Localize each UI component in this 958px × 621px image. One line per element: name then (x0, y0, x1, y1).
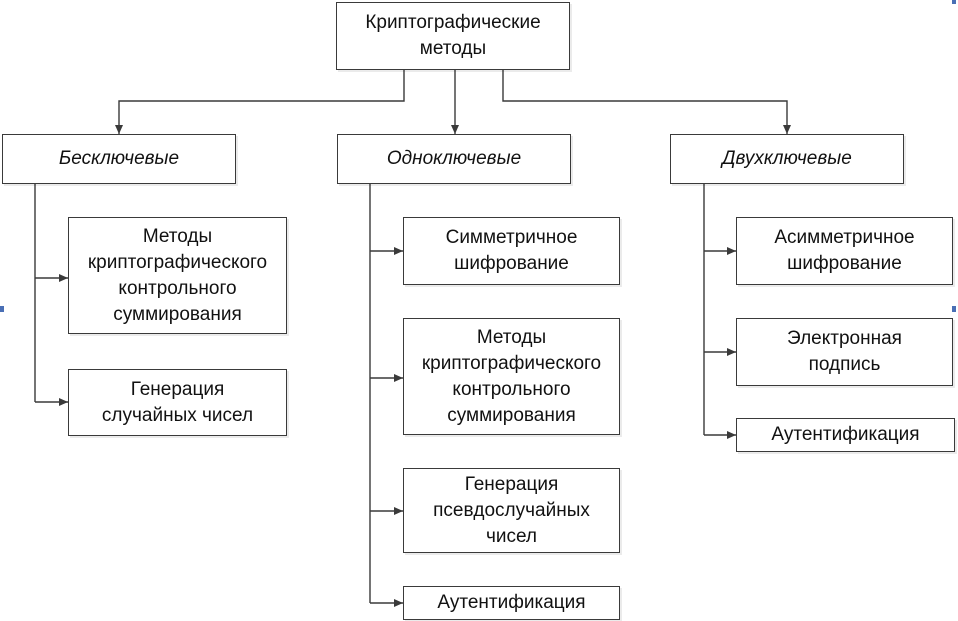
category-two-key-label: Двухключевые (722, 148, 852, 169)
single-key-pseudorandom-label: Генерация псевдослучайных чисел (433, 473, 590, 547)
category-single-key-label: Одноключевые (386, 148, 522, 169)
category-single-key: Одноключевые (337, 134, 571, 184)
keyless-method-checksum: Методы криптографического контрольного с… (68, 217, 287, 334)
selection-handle-top-right[interactable] (952, 0, 956, 4)
connector-root-two-key (502, 70, 791, 134)
two-key-authentication: Аутентификация (736, 418, 955, 452)
keyless-method-checksum-label: Методы криптографического контрольного с… (87, 225, 268, 325)
root-node-label: Криптографические методы (365, 12, 541, 59)
two-key-asymmetric-label: Асимметричное шифрование (774, 227, 915, 274)
single-key-checksum-label: Методы криптографического контрольного с… (421, 326, 602, 426)
two-key-signature: Электронная подпись (736, 318, 953, 386)
single-key-checksum: Методы криптографического контрольного с… (403, 318, 620, 435)
category-keyless-label: Бесключевые (58, 148, 180, 169)
category-keyless: Бесключевые (2, 134, 236, 184)
category-two-key: Двухключевые (670, 134, 904, 184)
single-key-pseudorandom: Генерация псевдослучайных чисел (403, 468, 620, 553)
two-key-signature-label: Электронная подпись (787, 328, 902, 375)
single-key-authentication-label: Аутентификация (437, 592, 586, 613)
selection-handle-right[interactable] (952, 306, 956, 312)
connector-root-keyless (115, 70, 405, 134)
keyless-method-random-label: Генерация случайных чисел (101, 378, 254, 426)
single-key-authentication: Аутентификация (403, 586, 620, 620)
single-key-symmetric: Симметричное шифрование (403, 217, 620, 285)
root-node: Криптографические методы (336, 2, 570, 70)
two-key-authentication-label: Аутентификация (771, 424, 920, 445)
single-key-symmetric-label: Симметричное шифрование (445, 227, 578, 274)
selection-handle-left[interactable] (0, 306, 4, 312)
two-key-asymmetric: Асимметричное шифрование (736, 217, 953, 285)
keyless-method-random: Генерация случайных чисел (68, 369, 287, 436)
